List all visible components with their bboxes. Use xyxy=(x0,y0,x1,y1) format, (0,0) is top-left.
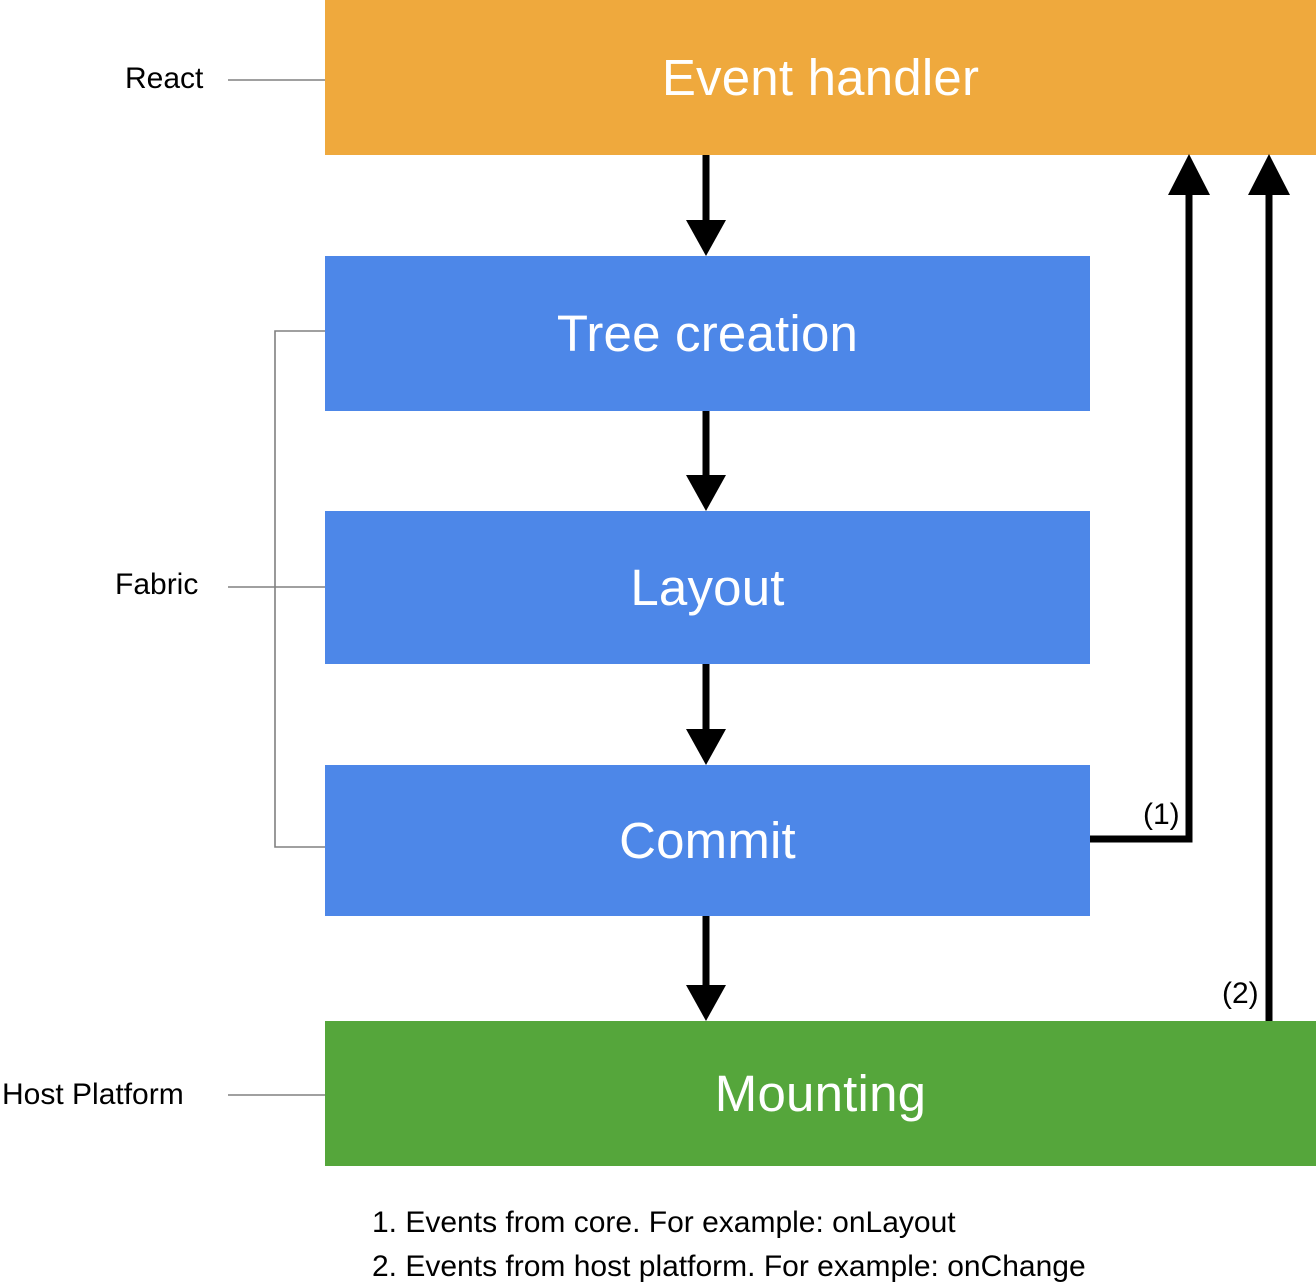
callout-two: (2) xyxy=(1222,977,1259,1010)
node-event-handler[interactable]: Event handler xyxy=(325,0,1316,155)
bracket-fabric xyxy=(274,330,325,848)
legend-item-1: 1. Events from core. For example: onLayo… xyxy=(372,1206,956,1239)
callout-one: (1) xyxy=(1143,798,1180,831)
group-label-host-platform: Host Platform xyxy=(2,1078,184,1111)
arrow-commit-to-mounting-head xyxy=(686,985,726,1021)
legend-item-2: 2. Events from host platform. For exampl… xyxy=(372,1250,1086,1283)
group-label-react: React xyxy=(125,62,204,95)
arrow-commit-to-event-handler-shaft xyxy=(1090,175,1193,843)
node-commit[interactable]: Commit xyxy=(325,765,1090,916)
arrow-event-handler-to-tree-creation-head xyxy=(686,220,726,256)
arrow-tree-creation-to-layout-head xyxy=(686,475,726,511)
node-mounting[interactable]: Mounting xyxy=(325,1021,1316,1166)
node-commit-label: Commit xyxy=(619,812,796,869)
node-layout-label: Layout xyxy=(630,559,785,616)
group-label-fabric: Fabric xyxy=(115,568,199,601)
arrow-layout-to-commit-head xyxy=(686,729,726,765)
node-mounting-label: Mounting xyxy=(714,1065,927,1122)
node-layout[interactable]: Layout xyxy=(325,511,1090,664)
arrow-commit-to-event-handler-head xyxy=(1168,154,1210,195)
arrow-mounting-to-event-handler-head xyxy=(1248,154,1290,195)
node-tree-creation-label: Tree creation xyxy=(556,305,859,362)
node-event-handler-label: Event handler xyxy=(661,49,980,106)
node-tree-creation[interactable]: Tree creation xyxy=(325,256,1090,411)
